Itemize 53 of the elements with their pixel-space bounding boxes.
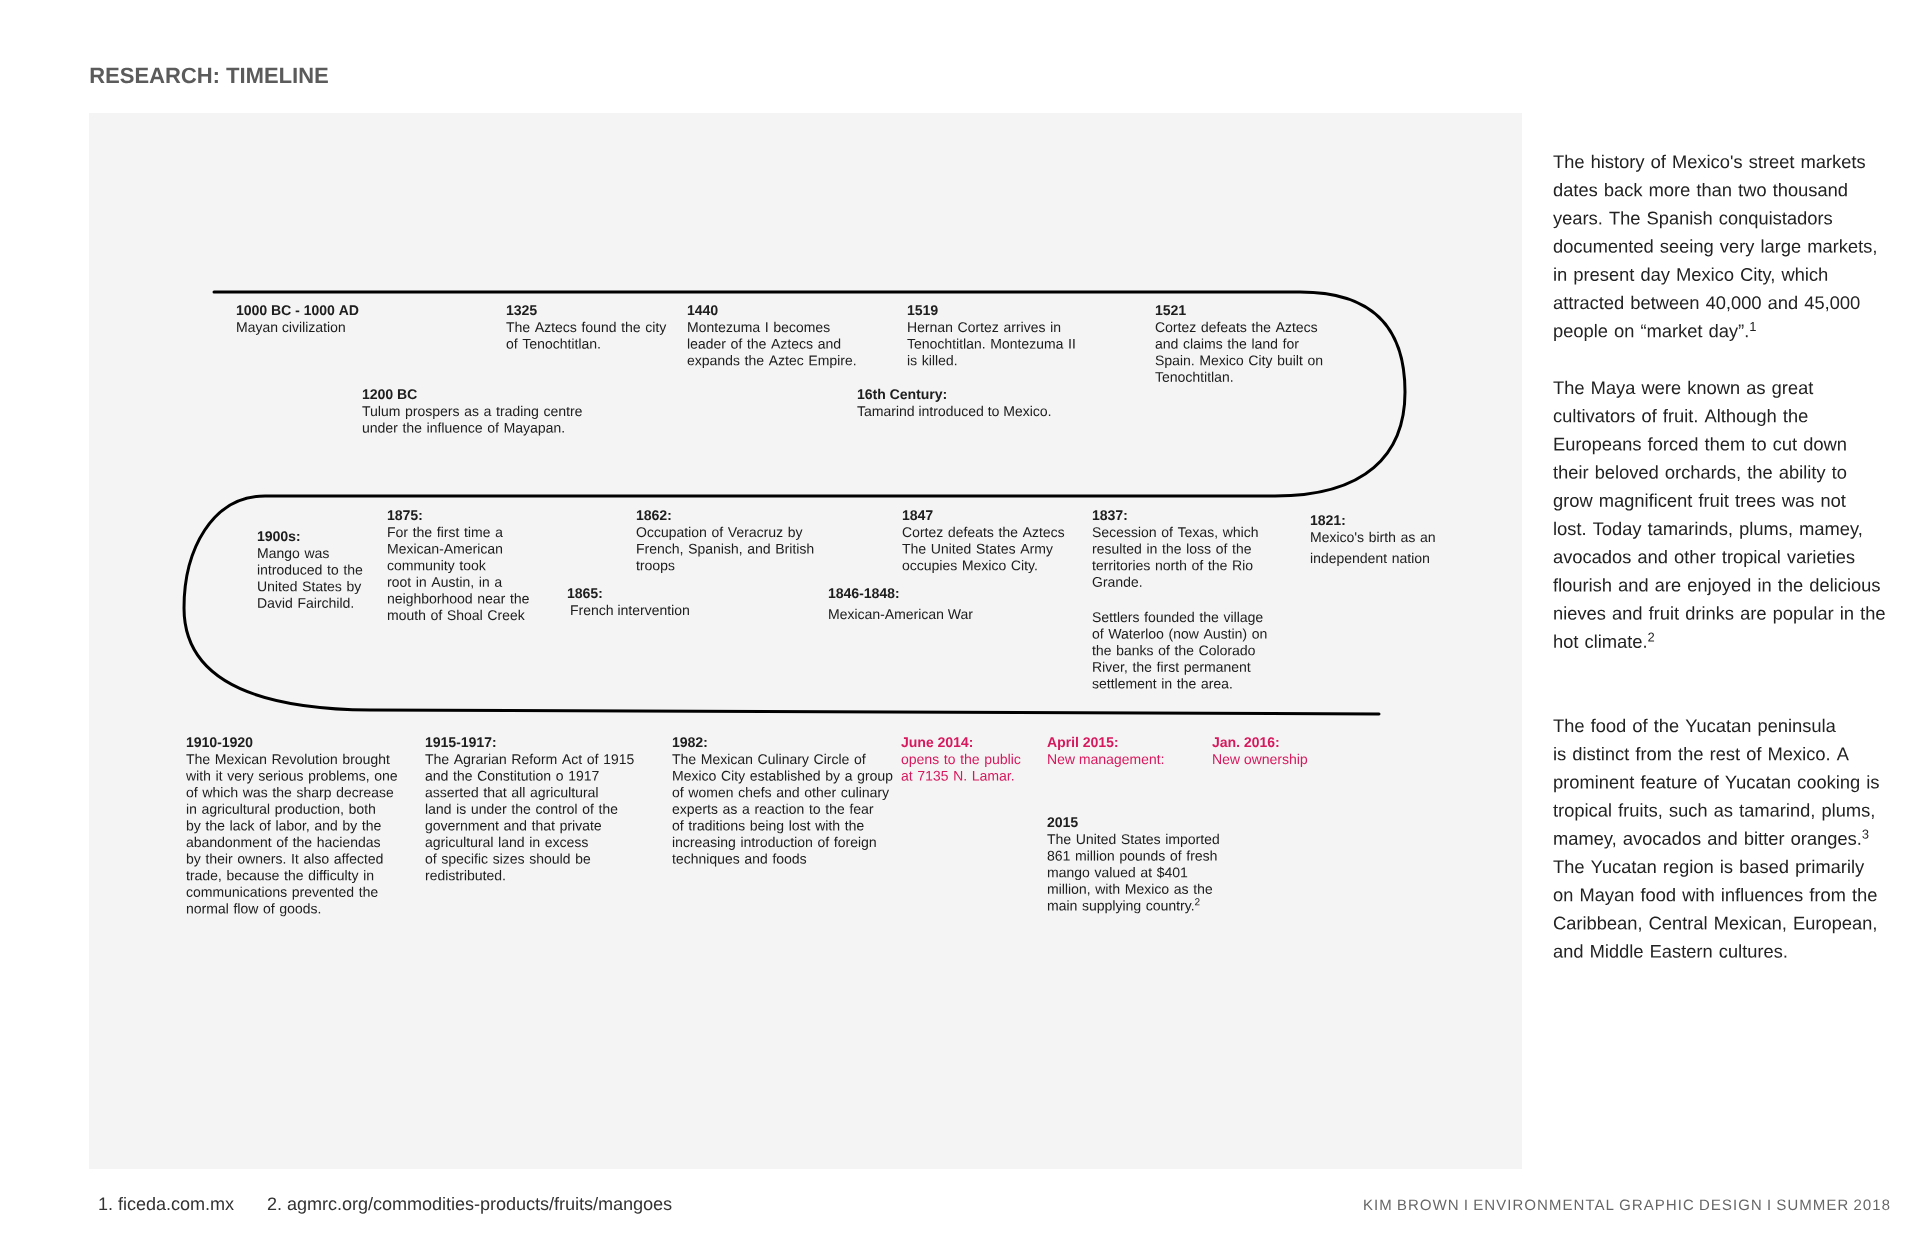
date-label: 1862: — [636, 510, 671, 521]
event-text: Mango was introduced to the United States by David Fairchild. — [257, 548, 363, 608]
event-text: Mayan civilization — [237, 321, 345, 335]
event-text: Cortez defeats the Aztecs The United States Army occupies Mexico City. — [902, 526, 1065, 574]
date-label: 1865: — [567, 588, 602, 599]
event-text: French intervention — [571, 604, 689, 616]
event-text: Tamarind introduced to Mexico. — [857, 405, 1051, 417]
event-text: For the first time a Mexican-American community took root in Austin, in a neighborhood near the mouth of Shoal Creek — [387, 526, 529, 621]
date-label: 1440 — [687, 305, 718, 316]
date-label: Jan. 2016: — [1212, 737, 1279, 748]
date-label: 1325 — [506, 305, 537, 316]
date-label: 1875: — [387, 510, 422, 521]
date-label: 2015 — [1047, 817, 1078, 828]
event-text: Settlers founded the village of Waterloo (now Austin) on the banks of the Colorado River, the first permanent settlement in the area. — [1092, 611, 1267, 689]
date-label: 1982: — [672, 737, 707, 748]
credit-line: KIM BROWN I ENVIRONMENTAL GRAPHIC DESIGN I SUMMER 2018 — [1364, 1199, 1890, 1211]
footnote: 1. ficeda.com.mx — [99, 1196, 234, 1211]
event-text: Tulum prospers as a trading centre under the influence of Mayapan. — [362, 405, 582, 436]
event-text: New management: — [1048, 754, 1164, 767]
event-text: Mexico's birth as an independent nation — [1310, 531, 1435, 566]
event-text: Occupation of Veracruz by French, Spanish, and British troops — [636, 526, 814, 574]
event-text: Hernan Cortez arrives in Tenochtitlan. Montezuma II is killed. — [907, 321, 1075, 366]
date-label: 1915-1917: — [425, 737, 496, 748]
date-label: 1000 BC - 1000 AD — [236, 305, 359, 316]
date-label: 1846-1848: — [828, 588, 899, 599]
paragraph: The food of the Yucatan peninsula is distinct from the rest of Mexico. A prominent feature of Yucatan cooking is tropical fruits, such as tamarind, plums, mamey, avocados and bitter oranges.$^{3}$ — [1553, 718, 1879, 849]
footnote: 2. agmrc.org/commodities-products/fruits/mangoes — [267, 1196, 672, 1214]
event-text: The Mexican Revolution brought with it very serious problems, one of which was the sharp decrease in agricultural production, both by the lack of labor, and by the abandonment of the haciendas by their owners. It also affected trade, because the difficulty in communications prevented the normal flow of goods. — [186, 753, 397, 917]
date-label: 1200 BC — [362, 389, 417, 400]
date-label: April 2015: — [1047, 736, 1118, 750]
event-text: Mexican-American War — [829, 608, 973, 620]
date-label: 1900s: — [257, 531, 300, 542]
event-text: The United States imported 861 million pounds of fresh mango valued at $401 million, with Mexico as the main supplying country.$^{2}$ — [1047, 833, 1219, 914]
event-text: opens to the public at 7135 N. Lamar. — [901, 753, 1021, 781]
date-label: 1847 — [902, 510, 933, 521]
paragraph: The Maya were known as great cultivators of fruit. Although the Europeans forced them to cut down their beloved orchards, the ability to grow magnificent fruit trees was not lost. Today tamarinds, plums, mamey, avocados and other tropical varieties flourish and are enjoyed in the delicious nieves and fruit drinks are popular in the hot climate.$^{2}$ — [1553, 380, 1885, 648]
event-text: New ownership — [1213, 753, 1308, 767]
date-label: 1821: — [1310, 515, 1345, 526]
paragraph: The Yucatan region is based primarily on Mayan food with influences from the Caribbean, Central Mexican, European, and Middle Eastern cultures. — [1553, 859, 1877, 958]
event-text: Montezuma I becomes leader of the Aztecs and expands the Aztec Empire. — [687, 321, 856, 369]
date-label: 1521 — [1155, 305, 1186, 316]
date-label: 1837: — [1092, 510, 1127, 521]
page-title: RESEARCH: TIMELINE — [90, 67, 328, 84]
date-label: 16th Century: — [857, 388, 946, 402]
event-text: The Mexican Culinary Circle of Mexico City established by a group of women chefs and other culinary experts as a reaction to the fear of traditions being lost with the increasing introduction of foreign techniques and foods — [672, 753, 893, 867]
date-label: 1519 — [907, 305, 938, 316]
event-text: Secession of Texas, which resulted in the loss of the territories north of the Rio Grande. — [1092, 526, 1258, 587]
date-label: June 2014: — [901, 737, 972, 748]
date-label: 1910-1920 — [186, 737, 253, 748]
event-text: Cortez defeats the Aztecs and claims the land for Spain. Mexico City built on Tenochtitlan. — [1155, 321, 1323, 382]
event-text: The Agrarian Reform Act of 1915 and the Constitution o 1917 asserted that all agricultural land is under the control of the government and that private agricultural land in excess of specific sizes should be redistributed. — [425, 753, 634, 881]
event-text: The Aztecs found the city of Tenochtitlan. — [506, 321, 667, 349]
paragraph: The history of Mexico's street markets dates back more than two thousand years. The Spanish conquistadors documented seeing very large markets, in present day Mexico City, which attracted between 40,000 and 45,000 people on “market day”.$^{1}$ — [1553, 154, 1876, 341]
